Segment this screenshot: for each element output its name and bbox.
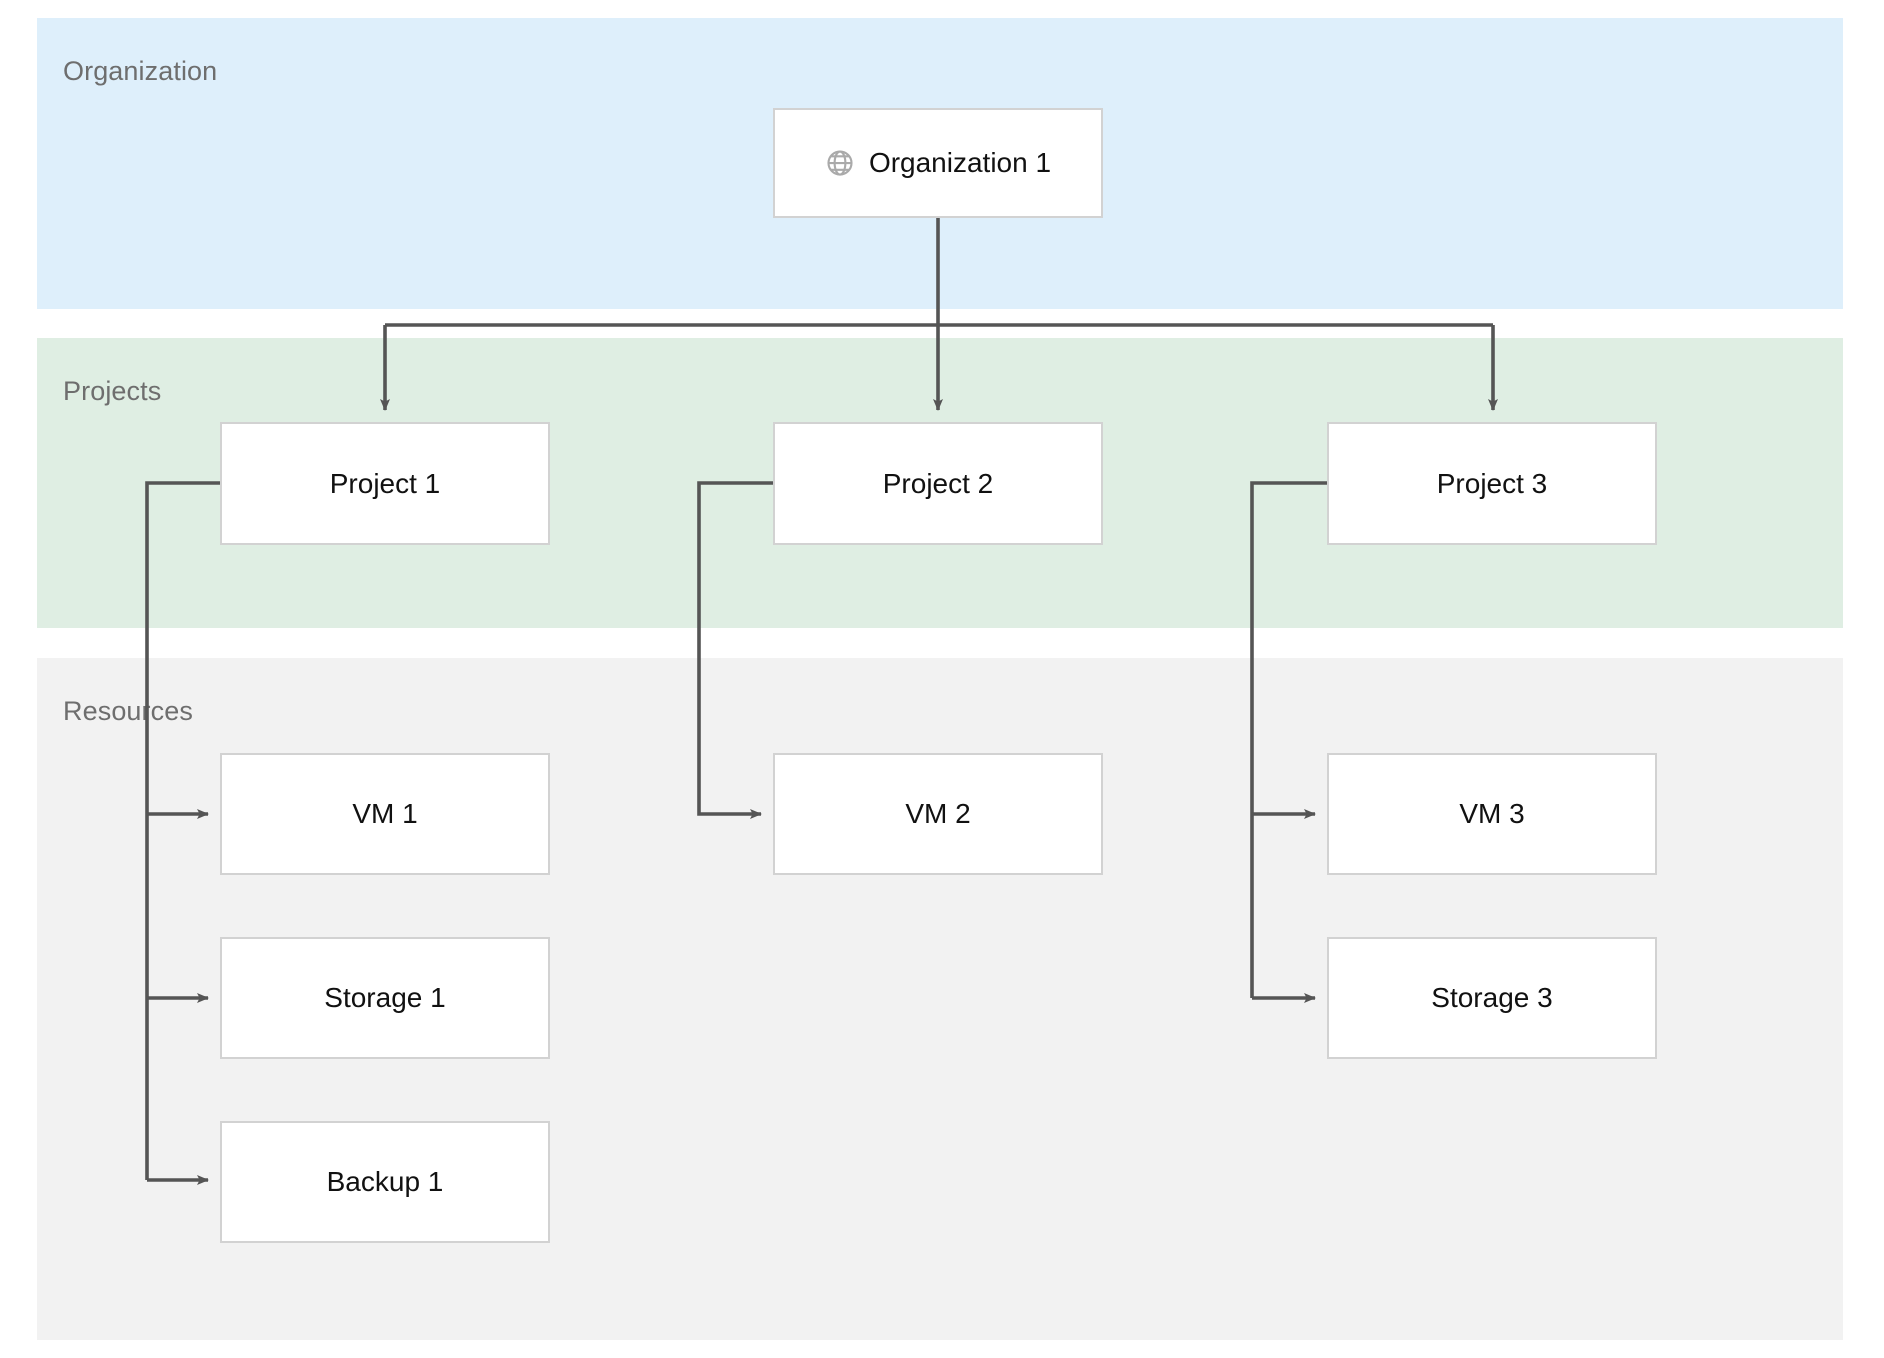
node-label-vm-2: VM 2 bbox=[905, 798, 971, 829]
band-label-projects: Projects bbox=[63, 376, 162, 406]
node-label-project-2: Project 2 bbox=[882, 467, 994, 499]
node-project-2[interactable]: Project 2 bbox=[773, 422, 1103, 545]
node-project-3[interactable]: Project 3 bbox=[1327, 422, 1657, 545]
node-organization-1[interactable]: Organization 1 bbox=[773, 108, 1103, 218]
node-label-storage-1: Storage 1 bbox=[324, 982, 446, 1013]
band-label-organization: Organization bbox=[63, 56, 218, 86]
node-storage-1[interactable]: Storage 1 bbox=[220, 937, 550, 1059]
node-backup-1[interactable]: Backup 1 bbox=[220, 1121, 550, 1243]
node-label-project-3: Project 3 bbox=[1436, 467, 1548, 499]
node-label-project-1: Project 1 bbox=[329, 467, 441, 499]
globe-icon bbox=[827, 150, 853, 176]
node-vm-1[interactable]: VM 1 bbox=[220, 753, 550, 875]
node-label-vm-1: VM 1 bbox=[352, 798, 418, 829]
node-project-1[interactable]: Project 1 bbox=[220, 422, 550, 545]
node-vm-3[interactable]: VM 3 bbox=[1327, 753, 1657, 875]
node-storage-3[interactable]: Storage 3 bbox=[1327, 937, 1657, 1059]
node-label-organization-1: Organization 1 bbox=[868, 147, 1052, 178]
node-vm-2[interactable]: VM 2 bbox=[773, 753, 1103, 875]
band-label-resources: Resources bbox=[63, 696, 193, 726]
node-label-backup-1: Backup 1 bbox=[326, 1166, 444, 1197]
node-label-vm-3: VM 3 bbox=[1459, 798, 1525, 829]
node-label-storage-3: Storage 3 bbox=[1431, 982, 1553, 1013]
